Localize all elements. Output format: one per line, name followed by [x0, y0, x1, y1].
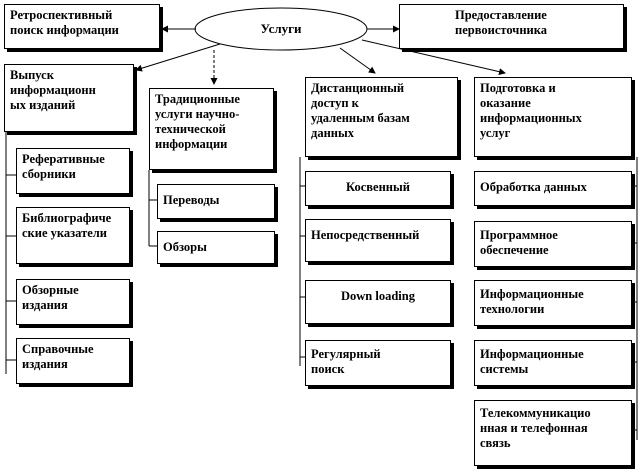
- trunk-col-0: [5, 132, 16, 374]
- info-services-box: Подготовка и оказание информационных усл…: [474, 77, 632, 157]
- reference-publications-box: Справочные издания: [16, 338, 130, 384]
- data-processing-label: Обработка данных: [480, 180, 587, 194]
- bibliographic-label: Библиографиче ские указатели: [22, 211, 112, 240]
- indirect-label: Косвенный: [346, 180, 410, 194]
- translations-label: Переводы: [163, 193, 220, 207]
- abstracts-box: Реферативные сборники: [16, 148, 130, 194]
- downloading-label: Down loading: [341, 289, 415, 303]
- reviews-label: Обзоры: [163, 240, 207, 254]
- publications-box: Выпуск информационн ых изданий: [4, 64, 134, 132]
- publications-label: Выпуск информационн ых изданий: [10, 68, 96, 112]
- info-systems-label: Информационные системы: [480, 347, 584, 376]
- telecom-box: Телекоммуникацио нная и телефонная связь: [474, 400, 632, 466]
- downloading-box: Down loading: [305, 280, 451, 324]
- traditional-services-box: Традиционные услуги научно- технической …: [149, 88, 274, 170]
- primary-source-label: Предоставление первоисточника: [455, 8, 547, 37]
- trunk-col-3: [632, 157, 638, 440]
- remote-access-label: Дистанционный доступ к удаленным базам д…: [311, 81, 410, 140]
- telecom-label: Телекоммуникацио нная и телефонная связь: [480, 406, 591, 450]
- remote-access-box: Дистанционный доступ к удаленным базам д…: [305, 77, 458, 157]
- direct-box: Непосредственный: [305, 219, 451, 262]
- arrow-to-remote-access: [339, 47, 376, 74]
- retro-search-label: Ретроспективный поиск информации: [10, 8, 119, 37]
- reviews-box: Обзоры: [157, 231, 275, 264]
- reference-publications-label: Справочные издания: [22, 342, 94, 371]
- review-publications-label: Обзорные издания: [22, 283, 79, 312]
- direct-label: Непосредственный: [311, 228, 420, 242]
- info-technologies-box: Информационные технологии: [474, 280, 632, 326]
- info-systems-box: Информационные системы: [474, 340, 632, 386]
- primary-source-box: Предоставление первоисточника: [399, 4, 624, 49]
- abstracts-label: Реферативные сборники: [22, 152, 105, 181]
- arrow-to-info-services: [361, 39, 506, 76]
- traditional-services-label: Традиционные услуги научно- технической …: [155, 92, 240, 151]
- indirect-box: Косвенный: [305, 171, 451, 206]
- software-box: Программное обеспечение: [474, 221, 632, 267]
- software-label: Программное обеспечение: [480, 228, 558, 257]
- regular-search-label: Регулярный поиск: [311, 347, 381, 376]
- info-technologies-label: Информационные технологии: [480, 287, 584, 316]
- trunk-col-1: [148, 170, 157, 247]
- trunk-col-2: [299, 157, 305, 366]
- arrow-to-publications: [135, 43, 221, 72]
- translations-box: Переводы: [157, 184, 275, 219]
- root-label: Услуги: [260, 21, 302, 36]
- retro-search-box: Ретроспективный поиск информации: [4, 4, 160, 49]
- review-publications-box: Обзорные издания: [16, 279, 130, 325]
- bibliographic-box: Библиографиче ские указатели: [16, 207, 130, 264]
- data-processing-box: Обработка данных: [474, 171, 632, 206]
- regular-search-box: Регулярный поиск: [305, 340, 451, 386]
- info-services-label: Подготовка и оказание информационных усл…: [480, 81, 582, 140]
